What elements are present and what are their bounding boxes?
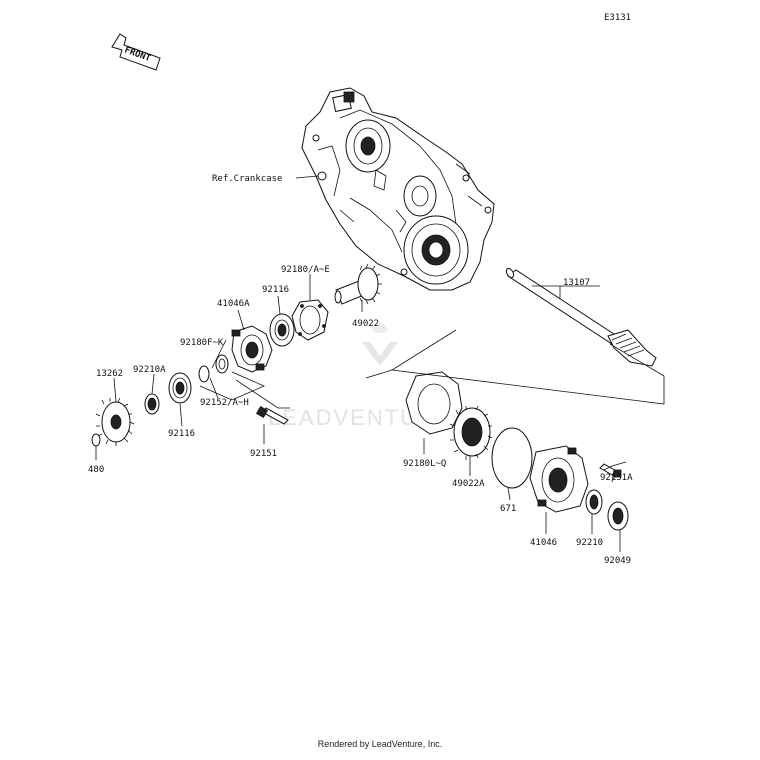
crankcase	[301, 87, 495, 291]
gear-49022a	[449, 405, 493, 460]
label-41046a: 41046A	[217, 299, 250, 309]
seal-92210a	[144, 393, 160, 415]
housing-41046a	[231, 325, 273, 373]
label-671: 671	[500, 504, 516, 514]
gear-49022	[334, 263, 382, 305]
label-92180l-q: 92180L~Q	[403, 459, 446, 469]
label-49022: 49022	[352, 319, 379, 329]
label-92116-top: 92116	[262, 285, 289, 295]
label-92180f-k: 92180F~K	[180, 338, 224, 348]
bearing-92116-bottom	[168, 372, 192, 404]
bolt-92151	[255, 405, 289, 425]
label-92151: 92151	[250, 449, 277, 459]
label-92151a: 92151A	[600, 473, 633, 483]
seal-92049	[607, 501, 629, 531]
seal-92210	[585, 489, 603, 515]
oring-92180f-k	[198, 365, 210, 383]
label-13107: 13107	[563, 278, 590, 288]
label-92152-a-h: 92152/A~H	[200, 398, 249, 408]
label-49022a: 49022A	[452, 479, 485, 489]
label-ref-crankcase: Ref.Crankcase	[212, 174, 282, 184]
front-arrow-icon: FRONT	[111, 33, 161, 71]
gear-13262	[95, 397, 135, 446]
circlip-480	[91, 433, 101, 447]
oring-671	[491, 427, 533, 489]
collar-92152	[215, 354, 229, 374]
output-shaft-13107	[505, 267, 657, 367]
label-92210: 92210	[576, 538, 603, 548]
label-92049: 92049	[604, 556, 631, 566]
bearing-92116-top	[269, 313, 295, 347]
label-92180-a-e: 92180/A~E	[281, 265, 330, 275]
footer-credit: Rendered by LeadVenture, Inc.	[318, 739, 443, 749]
housing-41046	[529, 445, 589, 513]
label-13262: 13262	[96, 369, 123, 379]
label-41046: 41046	[530, 538, 557, 548]
gasket-92180-a-e	[291, 299, 329, 341]
diagram-code: E3131	[604, 13, 631, 23]
label-480: 480	[88, 465, 104, 475]
label-92210a: 92210A	[133, 365, 166, 375]
gasket-92180l-q	[405, 371, 463, 435]
label-92116-bottom: 92116	[168, 429, 195, 439]
leader-lines	[95, 175, 665, 552]
